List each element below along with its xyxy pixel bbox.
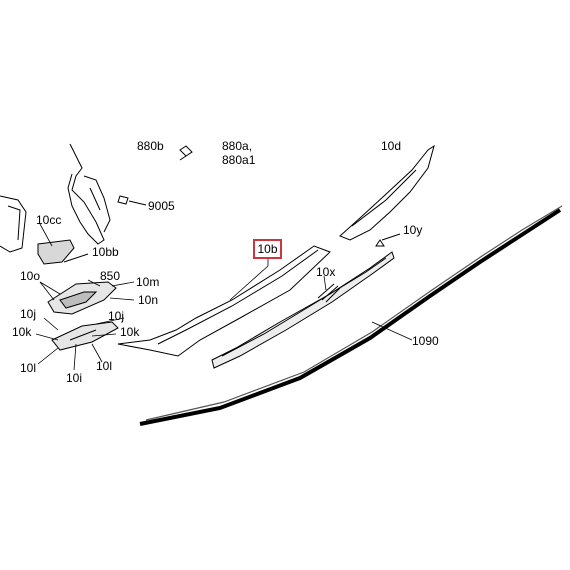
part-10l-bracket xyxy=(51,321,119,351)
part-10n-plate xyxy=(47,281,117,315)
label-1090: 1090 xyxy=(412,334,439,348)
part-10cc-housing xyxy=(0,195,27,253)
label-10i: 10i xyxy=(66,371,83,385)
part-10y-clip xyxy=(375,233,401,247)
highlighted-part-callout[interactable]: 10b xyxy=(253,239,282,259)
label-9005: 9005 xyxy=(148,199,175,213)
part-880b-bracket xyxy=(67,143,111,245)
label-10cc: 10cc xyxy=(36,213,62,227)
part-9005-screw xyxy=(117,195,147,206)
label-880b: 880b xyxy=(137,139,164,153)
label-10j-right: 10j xyxy=(108,309,125,323)
part-880a-screws xyxy=(179,145,193,161)
part-10b-trim xyxy=(117,245,331,357)
label-10m: 10m xyxy=(136,275,160,289)
label-10d: 10d xyxy=(381,139,402,153)
leader-lines-right xyxy=(229,258,327,301)
label-850: 850 xyxy=(100,269,121,283)
part-1090-rail xyxy=(139,205,563,426)
label-10bb: 10bb xyxy=(92,245,119,259)
label-10k-right: 10k xyxy=(120,325,140,339)
leader-lines-left xyxy=(35,223,135,371)
label-10l-left: 10l xyxy=(20,361,37,375)
label-10y: 10y xyxy=(403,223,423,237)
part-10x-strip xyxy=(211,251,395,369)
label-880a: 880a, xyxy=(222,139,253,153)
part-10bb xyxy=(37,239,89,265)
label-10j-left: 10j xyxy=(20,307,37,321)
label-880a1: 880a1 xyxy=(222,153,256,167)
part-10d xyxy=(339,144,435,241)
label-10x: 10x xyxy=(316,265,336,279)
label-10o: 10o xyxy=(20,269,41,283)
label-10l-right: 10l xyxy=(96,359,113,373)
label-10k-left: 10k xyxy=(12,325,32,339)
label-10n: 10n xyxy=(138,293,159,307)
